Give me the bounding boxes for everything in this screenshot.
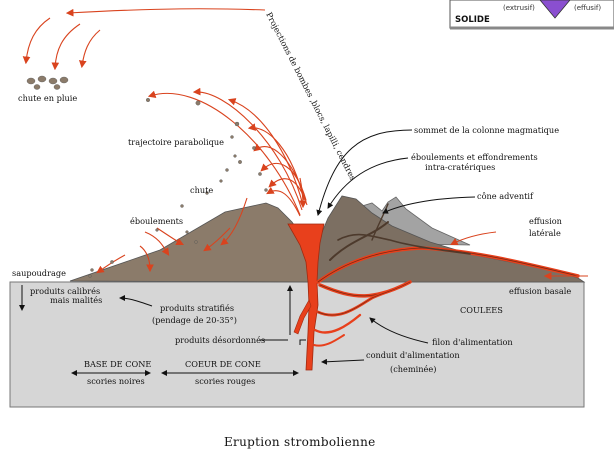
label-conduit-2: (cheminée) <box>390 364 436 374</box>
label-produits-stratifies-2: (pendage de 20-35°) <box>152 315 237 325</box>
label-filon: filon d'alimentation <box>432 337 513 347</box>
label-scories-noires: scories noires <box>87 376 145 386</box>
ejected-bombs <box>26 75 268 278</box>
label-effusion-2: latérale <box>529 228 561 238</box>
label-saupoudrage: saupoudrage <box>12 268 66 278</box>
label-produits-calibres-1: produits calibrés <box>30 286 100 296</box>
crater-lava <box>287 223 325 371</box>
label-coeur-de-cone: COEUR DE CONE <box>185 359 261 369</box>
ejecta-trajectories <box>22 8 588 280</box>
leader-arrows <box>19 129 476 376</box>
legend-extrusif: (extrusif) <box>503 4 535 12</box>
label-projections: Projections de bombes ,blocs, lapilli, c… <box>264 10 358 182</box>
legend-box: (extrusif) (effusif) SOLIDE <box>449 0 614 30</box>
feeder-branch-left <box>293 299 312 335</box>
label-effusion-basale: effusion basale <box>509 286 571 296</box>
label-eboulements-intra-2: intra-cratériques <box>425 162 495 172</box>
label-scories-rouges: scories rouges <box>195 376 255 386</box>
label-base-de-cone: BASE DE CONE <box>84 359 151 369</box>
left-cone <box>69 202 311 283</box>
diagram-caption: Eruption strombolienne <box>224 435 376 449</box>
label-cone-adventif: cône adventif <box>477 191 534 201</box>
label-coulees: COULEES <box>460 305 503 315</box>
legend-triangle-icon <box>539 0 571 19</box>
ground-block <box>9 281 585 408</box>
label-effusion-1: effusion <box>529 216 563 226</box>
label-trajectoire: trajectoire parabolique <box>128 137 224 147</box>
label-eboulements: éboulements <box>130 216 183 226</box>
feeder-dykes <box>313 203 580 347</box>
label-conduit-1: conduit d'alimentation <box>366 350 460 360</box>
legend-effusif: (effusif) <box>574 4 601 12</box>
label-sommet: sommet de la colonne magmatique <box>414 125 559 135</box>
label-chute-en-pluie: chute en pluie <box>18 93 77 103</box>
legend-solide: SOLIDE <box>455 15 490 25</box>
label-eboulements-intra-1: éboulements et effondrements <box>411 152 538 162</box>
label-chute: chute <box>190 185 213 195</box>
label-produits-desordonnes: produits désordonnés <box>175 335 265 345</box>
label-produits-stratifies-1: produits stratifiés <box>160 303 234 313</box>
label-produits-calibres-2: mais malités <box>50 295 102 305</box>
